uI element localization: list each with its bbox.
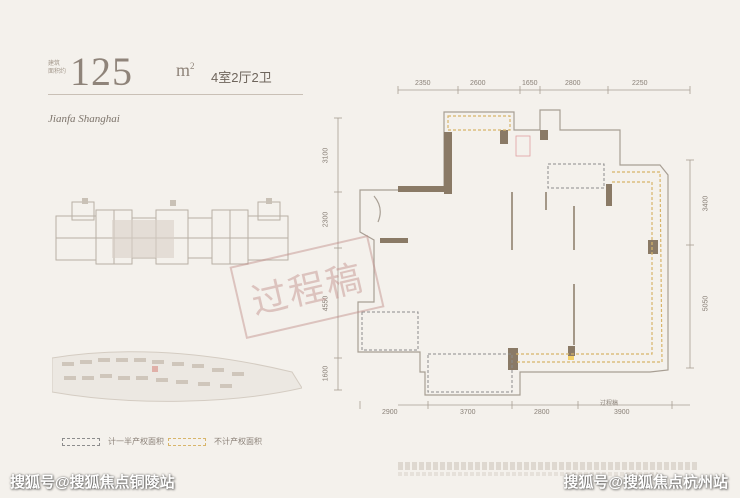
legend-excluded: 不计产权面积 [168,436,262,447]
dim-bottom-4: 3900 [614,409,630,416]
dim-top-1: 2350 [415,80,431,87]
area-number: 125 [70,49,133,94]
area-caption-1: 建筑 [48,61,61,67]
gray-dash-swatch [62,437,100,446]
yellow-dash-swatch [168,437,206,446]
legend-included-label: 计一半产权面积 [108,437,164,446]
room-config: 4室2厅2卫 [211,70,272,85]
fine-print-2 [398,472,658,476]
dim-top-2: 2600 [470,80,486,87]
legend-excluded-label: 不计产权面积 [214,437,262,446]
corner-note: 过程稿 [600,401,619,407]
dim-top-4: 2800 [565,80,581,87]
area-heading: 建筑 面积约 125 m2 4室2厅2卫 [48,50,288,94]
site-plan [52,351,302,402]
project-name: Jianfa Shanghai [48,113,120,125]
dim-bottom-2: 3700 [460,409,476,416]
fine-print [398,462,698,470]
area-unit: m2 [176,60,195,80]
watermark-right: 搜狐号@搜狐焦点杭州站 [563,474,728,491]
dim-top-3: 1650 [522,80,538,87]
dim-top-5: 2250 [632,80,648,87]
legend-included: 计一半产权面积 [62,436,164,447]
dim-bottom-3: 2800 [534,409,550,416]
watermark-left: 搜狐号@搜狐焦点铜陵站 [10,474,175,491]
building-key-plan [55,198,289,265]
area-caption-2: 面积约 [48,69,67,75]
dim-bottom-1: 2900 [382,409,398,416]
divider [48,94,303,95]
